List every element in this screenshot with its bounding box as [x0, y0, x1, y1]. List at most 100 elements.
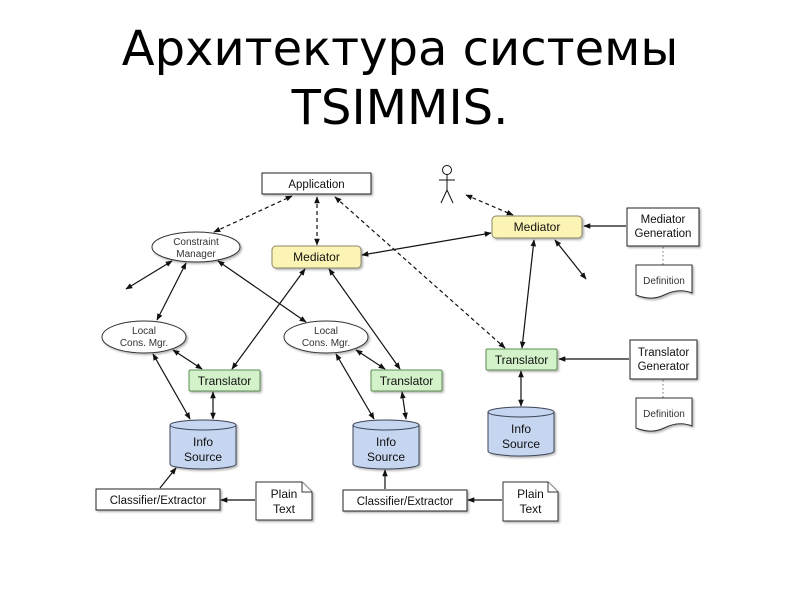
plain-text-center-node: Plain Text	[502, 481, 559, 522]
local-cons-mgr-left-label-line-2: Cons. Mgr.	[120, 338, 168, 349]
constraint-manager-ellipse	[151, 231, 241, 263]
mediator-right-label: Mediator	[514, 220, 561, 234]
mediator-generation-node: Mediator Generation	[626, 207, 700, 247]
translator-right-label: Translator	[495, 353, 549, 367]
mediator-right-box	[491, 215, 583, 239]
mediator-definition-document	[635, 264, 693, 299]
translator-left-label: Translator	[198, 374, 252, 388]
application-node: Application	[261, 172, 372, 195]
local-cons-mgr-left-ellipse	[101, 320, 187, 354]
mediator-generation-box	[626, 207, 700, 247]
slide-title-line-1: Архитектура системы	[122, 21, 678, 77]
translator-right-node: Translator	[485, 348, 558, 371]
mediator-center-node: Mediator	[271, 245, 362, 269]
arrow-mediator-center-mediator-right	[361, 231, 492, 257]
info-source-center-label-line-2: Source	[367, 450, 405, 464]
arrow-translator-center-info-source-center	[400, 391, 408, 420]
arrow-constraint-manager-application	[213, 195, 293, 233]
plain-text-center-label-line-2: Text	[519, 502, 542, 516]
info-source-left-node: Info Source	[169, 419, 237, 470]
translator-center-node: Translator	[370, 369, 443, 392]
local-cons-mgr-left-label-line-1: Local	[132, 326, 156, 337]
person-leg-right	[446, 189, 454, 204]
slide-title-line-2: TSIMMIS.	[291, 80, 509, 136]
mediator-definition-node: Definition	[635, 264, 693, 299]
local-cons-mgr-right-ellipse	[283, 320, 369, 354]
arrow-local-left-translator-left	[172, 349, 203, 370]
mediator-center-label: Mediator	[293, 250, 340, 264]
classifier-extractor-left-label: Classifier/Extractor	[110, 495, 207, 507]
info-source-right-node: Info Source	[487, 406, 555, 457]
plain-text-left-node: Plain Text	[255, 481, 313, 521]
classifier-extractor-center-box	[342, 489, 468, 512]
translator-definition-document	[635, 397, 693, 432]
arrow-local-right-info-source-center	[335, 353, 375, 420]
translator-center-label: Translator	[380, 374, 434, 388]
info-source-right-cylinder	[487, 406, 555, 457]
translator-right-box	[485, 348, 558, 371]
arrow-local-left-info-source-left	[152, 353, 191, 420]
mediator-generation-label-line-2: Generation	[635, 228, 692, 240]
arrow-constraint-manager-local-left	[156, 262, 187, 321]
plain-text-center-label-line-1: Plain	[517, 487, 544, 501]
translator-center-box	[370, 369, 443, 392]
info-source-right-label-line-1: Info	[511, 422, 531, 436]
person-head	[442, 165, 452, 175]
info-source-left-cylinder	[169, 419, 237, 470]
local-cons-mgr-right-label-line-1: Local	[314, 326, 338, 337]
translator-definition-label: Definition	[643, 409, 685, 420]
mediator-generation-label-line-1: Mediator	[641, 214, 686, 226]
plain-text-left-label-line-2: Text	[273, 502, 296, 516]
plain-text-left-corner-fold	[301, 482, 312, 493]
person-icon	[439, 165, 455, 204]
constraint-manager-label-line-2: Manager	[176, 249, 216, 260]
connectors	[125, 194, 664, 503]
info-source-center-label-line-1: Info	[376, 435, 396, 449]
local-cons-mgr-left-node: Local Cons. Mgr.	[101, 320, 187, 354]
info-source-right-cylinder-rim	[487, 411, 555, 418]
info-source-left-label-line-2: Source	[184, 450, 222, 464]
info-source-center-cylinder	[352, 419, 420, 470]
mediator-right-node: Mediator	[491, 215, 583, 239]
arrow-mediator-right-outgoing	[554, 239, 587, 280]
classifier-extractor-left-node: Classifier/Extractor	[95, 488, 221, 511]
classifier-extractor-center-node: Classifier/Extractor	[342, 489, 468, 512]
info-source-center-cylinder-rim	[352, 424, 420, 431]
constraint-manager-label-line-1: Constraint	[173, 237, 219, 248]
translator-generator-node: Translator Generator	[629, 339, 698, 380]
plain-text-center-document	[502, 481, 559, 522]
mediator-definition-label: Definition	[643, 276, 685, 287]
translator-left-node: Translator	[188, 369, 261, 392]
local-cons-mgr-right-node: Local Cons. Mgr.	[283, 320, 369, 354]
arrow-person-mediator-right	[465, 194, 514, 216]
info-source-right-label-line-2: Source	[502, 437, 540, 451]
arrow-local-right-translator-center	[355, 349, 386, 370]
local-cons-mgr-right-label-line-2: Cons. Mgr.	[302, 338, 350, 349]
translator-left-box	[188, 369, 261, 392]
arrow-constraint-manager-outgoing	[125, 260, 173, 290]
constraint-manager-node: Constraint Manager	[151, 231, 241, 263]
plain-text-left-label-line-1: Plain	[271, 487, 298, 501]
classifier-extractor-left-box	[95, 488, 221, 511]
info-source-center-node: Info Source	[352, 419, 420, 470]
info-source-left-cylinder-rim	[169, 424, 237, 431]
arrow-mediator-center-translator-center	[328, 268, 401, 370]
translator-definition-node: Definition	[635, 397, 693, 432]
mediator-center-box	[271, 245, 362, 269]
info-source-left-label-line-1: Info	[193, 435, 213, 449]
translator-generator-label-line-2: Generator	[638, 361, 690, 373]
classifier-extractor-center-label: Classifier/Extractor	[357, 496, 454, 508]
translator-generator-label-line-1: Translator	[638, 347, 690, 359]
application-label: Application	[288, 179, 344, 191]
person-leg-left	[440, 189, 448, 204]
application-box	[261, 172, 372, 195]
plain-text-center-corner-fold	[547, 482, 558, 493]
arrow-mediator-center-translator-left	[231, 268, 306, 370]
translator-generator-box	[629, 339, 698, 380]
arrow-mediator-right-translator-right	[519, 239, 537, 349]
arrow-classifier-left-info-source-left	[159, 467, 177, 489]
arrow-constraint-manager-local-right	[217, 260, 307, 323]
plain-text-left-document	[255, 481, 313, 521]
arrow-application-translator-right	[334, 196, 506, 349]
